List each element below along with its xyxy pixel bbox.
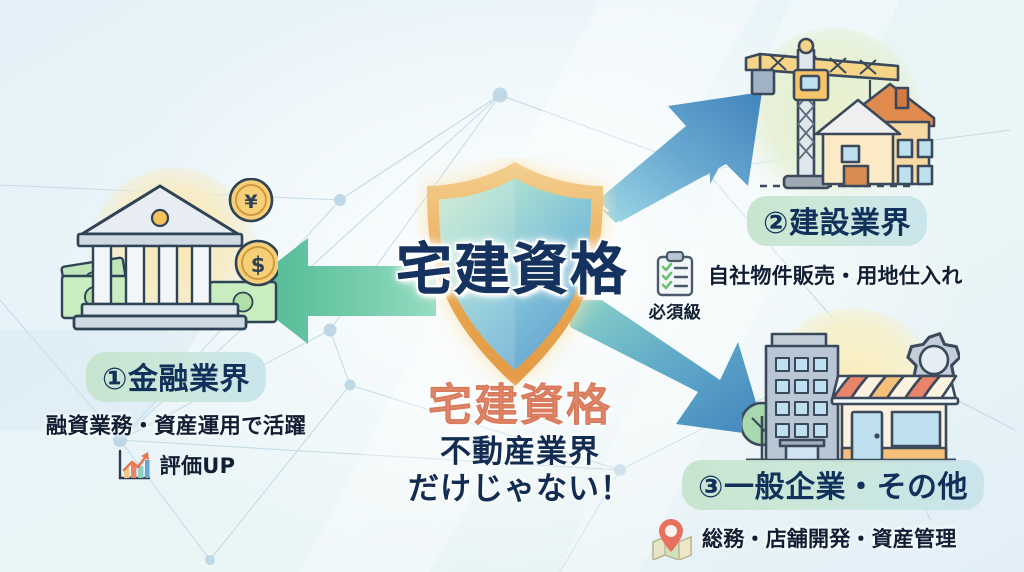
construction-badge: 必須級 bbox=[648, 251, 702, 323]
finance-title: 金融業界 bbox=[127, 362, 250, 397]
svg-text:$: $ bbox=[251, 253, 266, 277]
construction-title: 建設業界 bbox=[788, 206, 911, 241]
bank-building-icon: ¥ $ bbox=[60, 178, 278, 331]
crane-house-icon bbox=[744, 37, 936, 190]
shield-badge bbox=[415, 158, 615, 390]
finance-heading-text: ①金融業界 bbox=[102, 362, 250, 397]
arrow-left-to-finance bbox=[240, 238, 436, 344]
finance-badge-text: 評価UP bbox=[159, 454, 236, 478]
construction-heading-text: ②建設業界 bbox=[763, 206, 911, 241]
general-heading-text: ③一般企業・その他 bbox=[698, 470, 968, 505]
arrow-downright-to-general bbox=[570, 300, 766, 436]
center-tagline: 宅建資格 不動産業界 だけじゃない！ bbox=[330, 382, 710, 508]
general-number: ③ bbox=[698, 470, 724, 505]
section-general: ③一般企業・その他 総務・店舗開発・資産管理 bbox=[640, 460, 1024, 560]
shop-awning bbox=[830, 374, 960, 462]
shield-title: 宅建資格 bbox=[396, 238, 628, 304]
general-description: 総務・店舗開発・資産管理 bbox=[702, 527, 957, 551]
finance-badge: 評価UP bbox=[0, 449, 352, 481]
construction-heading-pill: ②建設業界 bbox=[747, 196, 927, 246]
arrow-upright-to-construction bbox=[598, 92, 762, 223]
bank-columns bbox=[72, 184, 248, 331]
section-finance: ①金融業界 融資業務・資産運用で活躍 評価UP bbox=[0, 352, 352, 481]
construction-badge-text: 必須級 bbox=[648, 303, 702, 323]
finance-description: 融資業務・資産運用で活躍 bbox=[45, 414, 307, 439]
yen-coin: ¥ bbox=[228, 178, 274, 223]
construction-description: 自社物件販売・用地仕入れ bbox=[708, 264, 963, 288]
shield-icon bbox=[427, 162, 603, 386]
tagline-main: 宅建資格 bbox=[428, 380, 612, 431]
dollar-coin: $ bbox=[234, 239, 278, 287]
office-building bbox=[764, 332, 840, 462]
general-heading-pill: ③一般企業・その他 bbox=[682, 460, 984, 510]
tagline-line2: だけじゃない！ bbox=[408, 470, 632, 507]
gear-icon bbox=[906, 332, 960, 386]
construction-number: ② bbox=[763, 206, 789, 241]
svg-text:¥: ¥ bbox=[244, 191, 257, 213]
section-construction: ②建設業界 bbox=[640, 196, 1024, 323]
general-title: 一般企業・その他 bbox=[723, 470, 968, 505]
bar-chart-up-icon bbox=[118, 449, 150, 480]
map-pin-icon bbox=[652, 519, 692, 560]
house-orange-roof bbox=[814, 82, 936, 188]
finance-number: ① bbox=[102, 362, 128, 397]
clipboard-check-icon bbox=[656, 251, 694, 297]
office-shop-icon bbox=[742, 332, 960, 462]
finance-heading-pill: ①金融業界 bbox=[86, 352, 266, 402]
tagline-line1: 不動産業界 bbox=[440, 433, 600, 470]
